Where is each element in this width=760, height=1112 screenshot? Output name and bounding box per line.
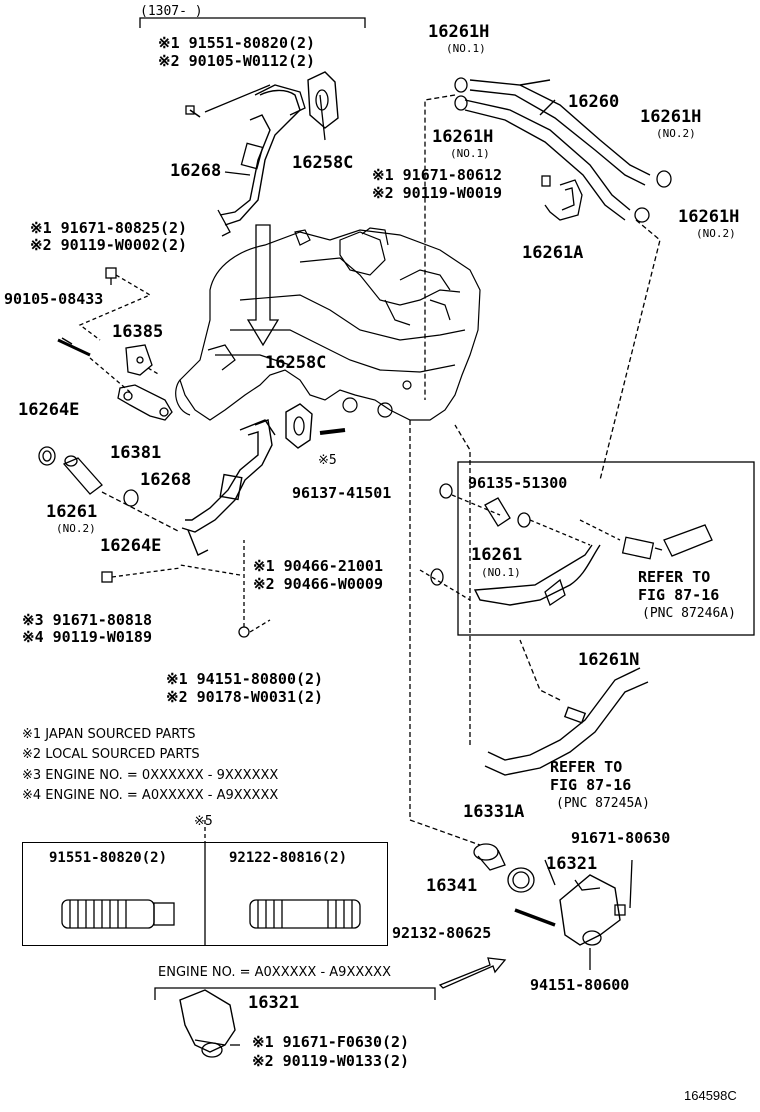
left-hardware (57, 267, 173, 421)
note-3: ※3 ENGINE NO. = 0XXXXXX - 9XXXXXX (22, 768, 279, 783)
label-fig1: FIG 87-16 (638, 586, 720, 604)
hose-16261-no1 (484, 497, 511, 527)
clamp-16264e-bottom (123, 489, 139, 507)
label-no1-mid: (NO.1) (450, 147, 490, 160)
note-1: ※1 JAPAN SOURCED PARTS (22, 727, 196, 742)
label-c4: ※4 90119-W0189 (22, 628, 152, 646)
hose-16261n (484, 667, 649, 776)
clip-16261a (541, 175, 583, 221)
diagram-id: 164598C (684, 1088, 737, 1103)
label-star5: ※5 (318, 453, 337, 468)
label-16321: 16321 (546, 854, 598, 874)
label-refer1: REFER TO (638, 568, 711, 586)
label-16321-alt: 16321 (248, 993, 300, 1013)
label-d1: ※1 94151-80800(2) (166, 670, 324, 688)
table-star5: ※5 (194, 814, 213, 829)
label-94151-80600: 94151-80600 (530, 976, 630, 994)
label-no2-mid: (NO.2) (696, 227, 736, 240)
label-16264e-top: 16264E (18, 400, 80, 420)
hose-16261-no2 (62, 455, 103, 495)
label-e2: ※2 90119-W0019 (372, 184, 502, 202)
hose-16260 (464, 79, 651, 221)
gasket-16258c-lower (285, 403, 313, 449)
range-label: (1307- ) (140, 4, 203, 19)
stud-5 (319, 428, 346, 435)
stud-92132 (514, 908, 556, 927)
label-a1: ※1 91551-80820(2) (158, 34, 316, 52)
label-96137-41501: 96137-41501 (292, 484, 392, 502)
label-16381: 16381 (110, 443, 162, 463)
outlet-16321 (559, 874, 621, 946)
label-no1-top: (NO.1) (446, 42, 486, 55)
label-no2-top: (NO.2) (656, 127, 696, 140)
label-b1: ※1 91671-80825(2) (30, 219, 188, 237)
thermostat-16331a (473, 843, 506, 871)
label-16385: 16385 (112, 322, 164, 342)
label-refer2: REFER TO (550, 758, 623, 776)
label-16331a: 16331A (463, 802, 525, 822)
pipe-16268-top (185, 84, 306, 237)
clamps-16261h (454, 77, 672, 223)
label-96135-51300: 96135-51300 (468, 474, 568, 492)
arrow-to-outlet (438, 957, 507, 989)
label-16258c-top: 16258C (292, 153, 354, 173)
pipe-16268-lower (181, 419, 276, 556)
stud-drawing-1 (61, 899, 175, 929)
label-16261h-no1-mid: 16261H (432, 127, 494, 147)
gasket-16258c-top (307, 71, 339, 129)
label-16268-lower: 16268 (140, 470, 192, 490)
label-no2: (NO.2) (56, 522, 96, 535)
note-4: ※4 ENGINE NO. = A0XXXXX - A9XXXXX (22, 788, 279, 803)
hose-lower-box (473, 544, 601, 606)
label-fig2: FIG 87-16 (550, 776, 632, 794)
label-g2: ※2 90119-W0133(2) (252, 1052, 410, 1070)
label-16261h-no1-top: 16261H (428, 22, 490, 42)
outlet-16321-alt (179, 989, 236, 1058)
label-g1: ※1 91671-F0630(2) (252, 1033, 410, 1051)
table-col-1: 91551-80820(2) (49, 850, 168, 866)
gasket-16341 (507, 867, 535, 893)
assembly-arrow (246, 224, 280, 347)
label-91671-80630: 91671-80630 (571, 829, 671, 847)
label-16261-no1: 16261 (471, 545, 523, 565)
label-16341: 16341 (426, 876, 478, 896)
label-16261n: 16261N (578, 650, 640, 670)
label-16261h-no2-mid: 16261H (678, 207, 740, 227)
label-16268-top: 16268 (170, 161, 222, 181)
table-col-2: 92122-80816(2) (229, 850, 348, 866)
callout-box (457, 461, 755, 636)
label-pnc2: (PNC 87245A) (556, 796, 650, 811)
label-f2: ※2 90466-W0009 (253, 575, 383, 593)
label-c3: ※3 91671-80818 (22, 611, 152, 629)
stud-legend-table: 91551-80820(2) 92122-80816(2) (22, 842, 388, 946)
engine-block (175, 227, 481, 421)
label-b2: ※2 90119-W0002(2) (30, 236, 188, 254)
label-90105-08433: 90105-08433 (4, 290, 104, 308)
nut-94151-80800 (238, 626, 250, 638)
note-2: ※2 LOCAL SOURCED PARTS (22, 747, 200, 762)
label-16261h-no2-top: 16261H (640, 107, 702, 127)
label-pnc1: (PNC 87246A) (642, 606, 736, 621)
engine-no-label: ENGINE NO. = A0XXXXX - A9XXXXX (158, 965, 391, 980)
label-no1: (NO.1) (481, 566, 521, 579)
label-92132-80625: 92132-80625 (392, 924, 492, 942)
label-16260: 16260 (568, 92, 620, 112)
label-f1: ※1 90466-21001 (253, 557, 383, 575)
label-d2: ※2 90178-W0031(2) (166, 688, 324, 706)
range-bracket (139, 17, 366, 28)
label-e1: ※1 91671-80612 (372, 166, 502, 184)
clamp-16264e-top (38, 446, 56, 466)
label-16261a: 16261A (522, 243, 584, 263)
label-16261-no2: 16261 (46, 502, 98, 522)
label-a2: ※2 90105-W0112(2) (158, 52, 316, 70)
label-16264e-bottom: 16264E (100, 536, 162, 556)
label-16258c-lower: 16258C (265, 353, 327, 373)
fitting-96135 (621, 524, 713, 560)
stud-drawing-2 (249, 899, 361, 929)
